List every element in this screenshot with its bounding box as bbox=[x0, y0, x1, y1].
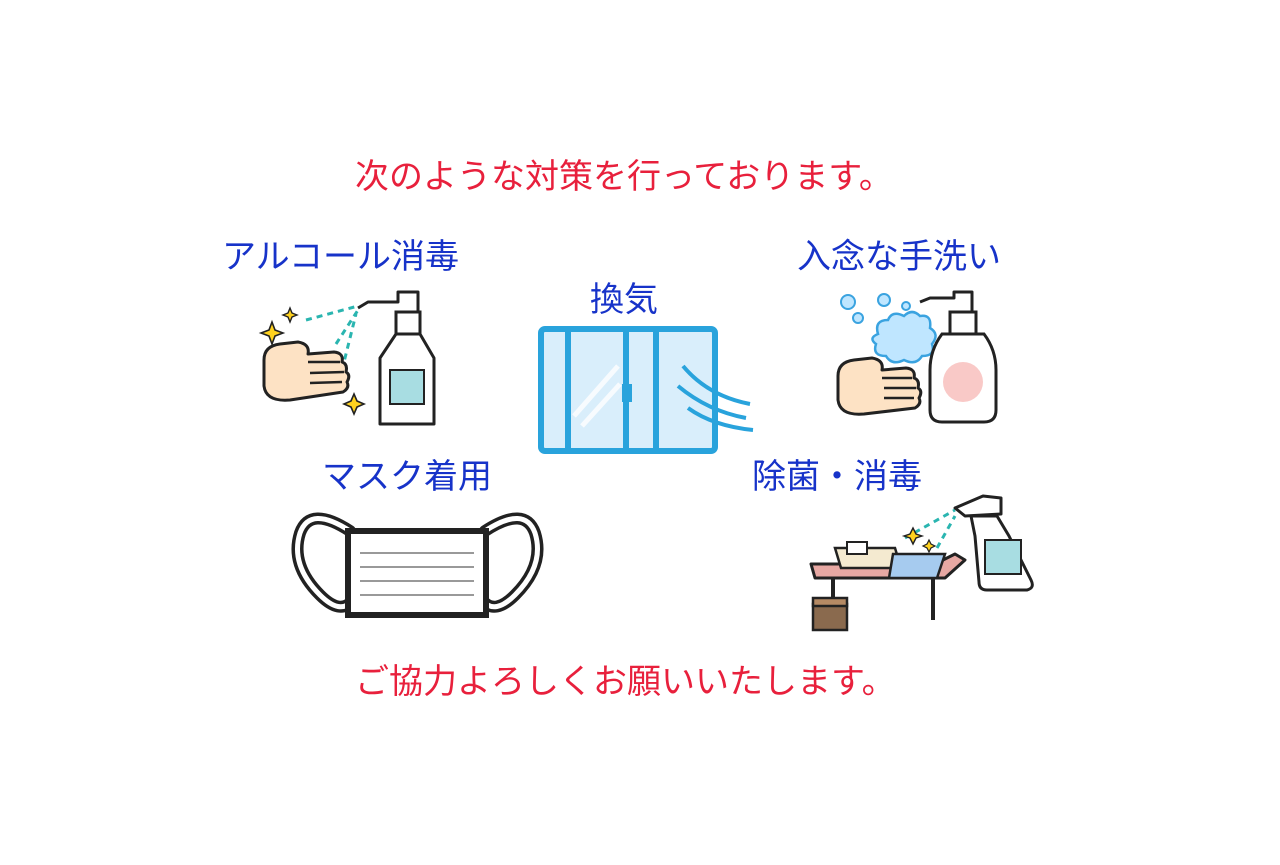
face-mask-icon bbox=[291, 512, 544, 618]
table-sanitize-spray-icon bbox=[809, 494, 1034, 632]
alcohol-spray-icon bbox=[258, 290, 436, 426]
label-alcohol: アルコール消毒 bbox=[222, 237, 459, 277]
label-ventilation: 換気 bbox=[590, 280, 658, 320]
headline-top: 次のような対策を行っております。 bbox=[355, 157, 893, 197]
window-ventilation-icon bbox=[538, 326, 754, 454]
label-sanitize: 除菌・消毒 bbox=[752, 457, 922, 497]
headline-bottom: ご協力よろしくお願いいたします。 bbox=[355, 662, 896, 702]
hand-wash-soap-icon bbox=[836, 290, 998, 424]
label-handwash: 入念な手洗い bbox=[797, 237, 1001, 277]
label-mask: マスク着用 bbox=[322, 457, 492, 497]
